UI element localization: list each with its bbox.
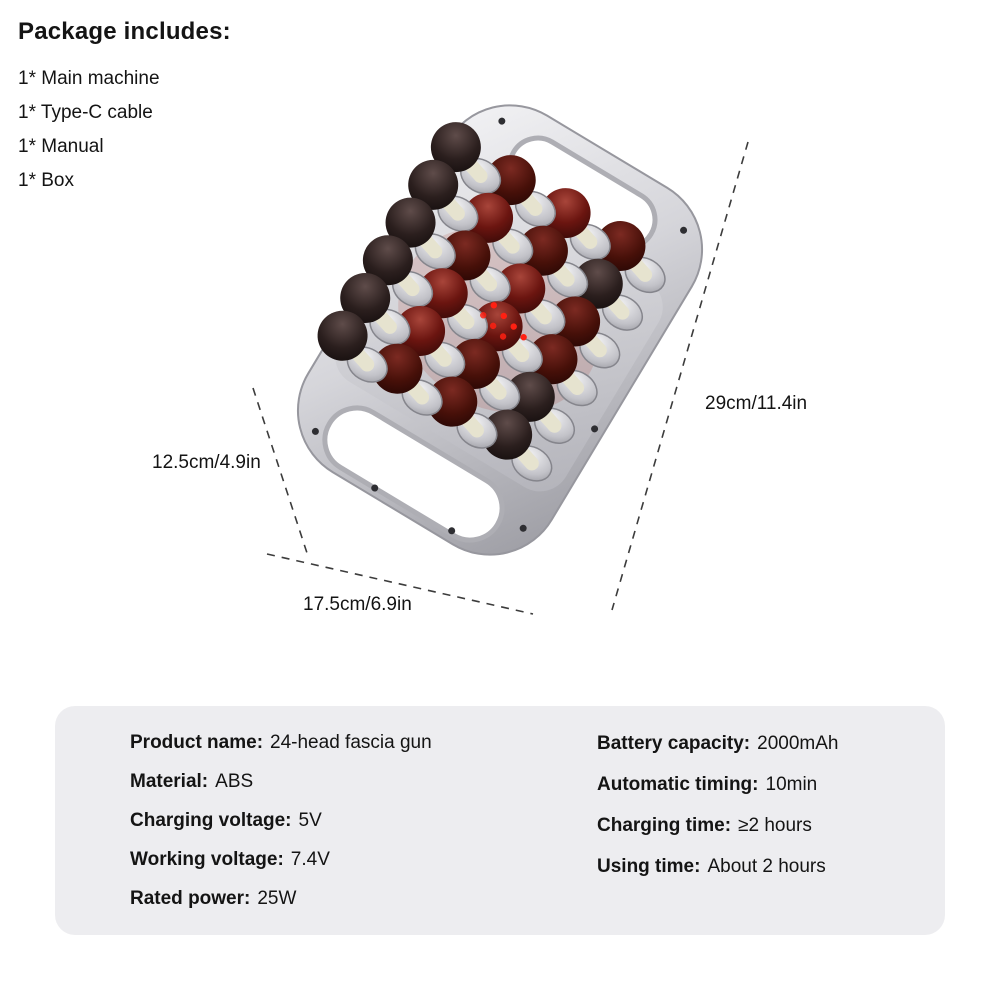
spec-value: About 2 hours: [707, 856, 826, 878]
product-image: [252, 104, 749, 615]
spec-row: Using time: About 2 hours: [597, 847, 945, 888]
spec-label: Charging time:: [597, 814, 732, 836]
spec-value: 5V: [298, 809, 322, 831]
spec-row: Charging voltage: 5V: [130, 801, 520, 840]
spec-label: Automatic timing:: [597, 773, 759, 795]
spec-row: Working voltage: 7.4V: [130, 840, 520, 879]
spec-value: 7.4V: [290, 848, 330, 870]
specs-right-column: Battery capacity: 2000mAh Automatic timi…: [520, 723, 945, 918]
spec-value: 2000mAh: [757, 732, 839, 754]
spec-row: Automatic timing: 10min: [597, 764, 945, 805]
spec-value: 25W: [257, 887, 297, 909]
spec-row: Charging time: ≥2 hours: [597, 805, 945, 846]
specs-panel: Product name: 24-head fascia gun Materia…: [55, 706, 945, 935]
spec-label: Working voltage:: [130, 848, 284, 870]
dimension-line-length: [611, 141, 749, 611]
spec-row: Battery capacity: 2000mAh: [597, 723, 945, 764]
spec-row: Product name: 24-head fascia gun: [130, 723, 520, 762]
spec-value: ABS: [215, 770, 254, 792]
spec-value: 10min: [765, 773, 818, 795]
package-includes-title: Package includes:: [18, 18, 231, 45]
spec-label: Using time:: [597, 856, 701, 878]
bottom-handle-opening: [322, 405, 505, 543]
fascia-gun-device: [296, 104, 704, 556]
package-item: 1* Type-C cable: [18, 102, 153, 123]
spec-label: Battery capacity:: [597, 732, 751, 754]
package-item: 1* Manual: [18, 136, 104, 157]
specs-left-column: Product name: 24-head fascia gun Materia…: [55, 723, 520, 918]
dimension-line-width: [266, 553, 534, 615]
spec-label: Rated power:: [130, 887, 251, 909]
package-item: 1* Main machine: [18, 68, 160, 89]
spec-row: Rated power: 25W: [130, 879, 520, 918]
spec-value: 24-head fascia gun: [270, 731, 432, 753]
spec-label: Material:: [130, 770, 209, 792]
spec-label: Product name:: [130, 731, 264, 753]
package-item: 1* Box: [18, 170, 74, 191]
dimension-label-depth: 12.5cm/4.9in: [152, 452, 261, 473]
led-indicators: [480, 302, 527, 341]
spec-row: Material: ABS: [130, 762, 520, 801]
package-includes-section: Package includes: 1* Main machine 1* Typ…: [18, 18, 231, 198]
dimension-label-width: 17.5cm/6.9in: [303, 594, 412, 615]
dimension-label-length: 29cm/11.4in: [705, 393, 808, 414]
spec-value: ≥2 hours: [738, 814, 812, 836]
spec-label: Charging voltage:: [130, 809, 292, 831]
